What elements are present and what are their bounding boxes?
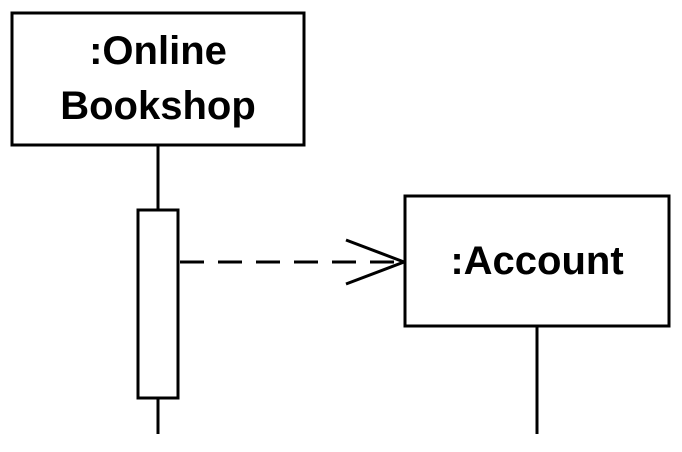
object-label-online-line2: Bookshop — [60, 84, 256, 128]
object-box-account — [403, 194, 671, 328]
lifeline-online-bookshop: :Online Bookshop — [10, 11, 306, 434]
lifeline-account: :Account — [403, 194, 671, 434]
object-label-account: :Account — [450, 239, 623, 283]
object-label-online-line1: :Online — [89, 29, 227, 73]
message-arrow — [180, 238, 409, 286]
object-box-online-bookshop — [10, 11, 306, 147]
activation-bar-online — [136, 208, 180, 400]
